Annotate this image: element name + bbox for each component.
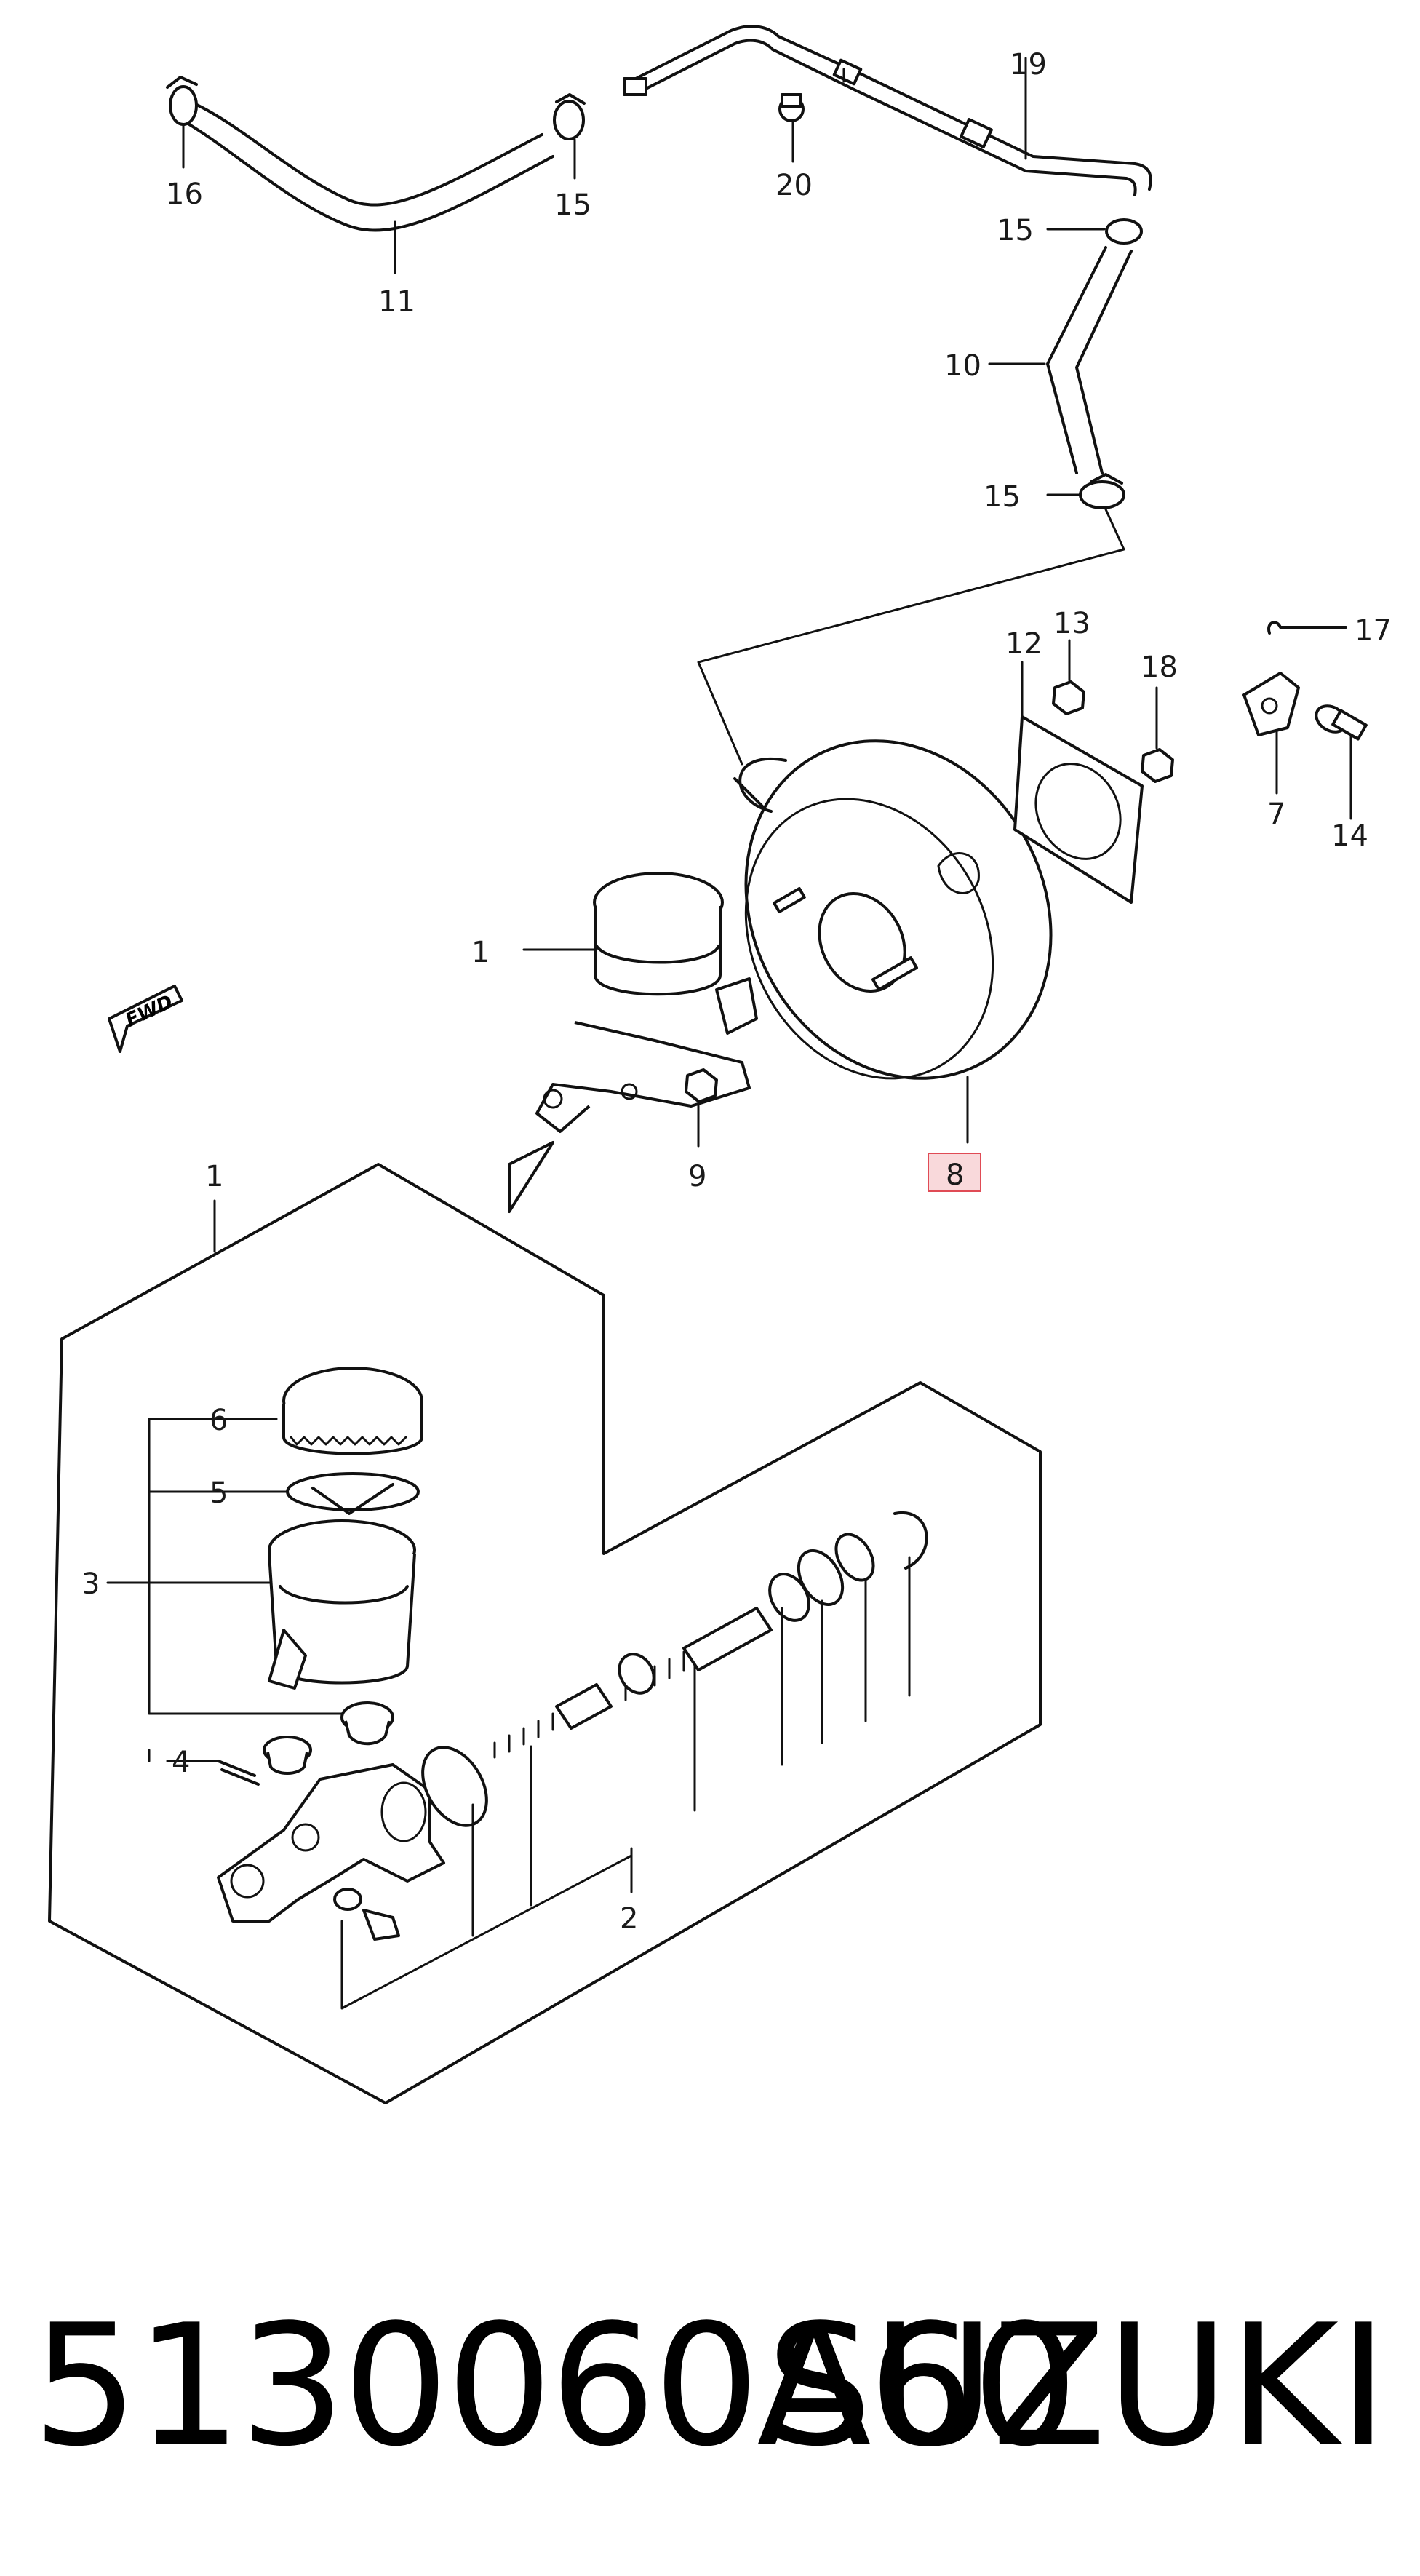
washer-b: [834, 1533, 875, 1582]
o-ring: [421, 1746, 488, 1827]
strainer-5: [286, 1472, 420, 1515]
valve-20: [778, 93, 805, 163]
nut-13: [1052, 639, 1085, 715]
callout-14: 14: [1331, 819, 1368, 853]
callout-8: 8: [946, 1158, 964, 1192]
callout-11: 11: [378, 285, 415, 319]
callout-15-right-lower: 15: [984, 480, 1021, 514]
callout-3: 3: [81, 1567, 100, 1601]
hose-11: [180, 100, 554, 274]
secondary-piston: [555, 1683, 613, 1730]
callout-17: 17: [1355, 614, 1392, 648]
callout-15-right-upper: 15: [997, 214, 1034, 247]
callout-16: 16: [166, 178, 203, 211]
callout-7: 7: [1267, 798, 1285, 831]
snap-ring: [893, 1511, 928, 1570]
callout-15-left: 15: [554, 188, 591, 222]
primary-piston: [682, 1607, 773, 1671]
leader-hose-to-booster: [697, 508, 1125, 766]
callout-bracket-2: [340, 1556, 911, 2010]
exploded-view-frame: [48, 1163, 1042, 2104]
master-cylinder-assembly-top: [508, 872, 758, 1213]
parts-diagram: FWD: [48, 25, 1392, 2104]
clamp-16: [166, 76, 198, 169]
callout-13: 13: [1053, 607, 1090, 640]
nut-18: [1141, 686, 1174, 783]
grommet-4a: [340, 1701, 394, 1746]
reservoir-cap-6: [282, 1367, 423, 1455]
vacuum-pipe-19: [623, 25, 1152, 196]
washer-a: [797, 1549, 845, 1606]
callout-1-top: 1: [471, 936, 490, 969]
callout-12: 12: [1005, 627, 1042, 661]
clevis-7: [1242, 672, 1300, 795]
callout-19: 19: [1010, 48, 1047, 82]
reservoir-3: [268, 1519, 416, 1690]
clamp-15-right-upper: [1046, 218, 1143, 245]
gasket-12: [1013, 661, 1144, 904]
pin-17: [1267, 621, 1347, 635]
brake-booster-8: [733, 739, 1053, 1144]
callout-6: 6: [210, 1404, 228, 1437]
callout-9: 9: [688, 1160, 706, 1193]
part-number: 5130060A60: [32, 2289, 1078, 2484]
spring-secondary: [618, 1650, 685, 1701]
hose-10: [988, 246, 1133, 474]
callout-5: 5: [210, 1476, 228, 1510]
pin-4: [217, 1760, 260, 1786]
highlight-8: [928, 1153, 981, 1192]
callout-bracket-left: [106, 1418, 343, 1762]
callout-18: 18: [1141, 651, 1178, 684]
brand-name: SUZUKI: [766, 2289, 1388, 2484]
callout-4: 4: [172, 1746, 190, 1779]
clamp-15-right-lower: [1046, 473, 1125, 509]
callout-2: 2: [620, 1902, 638, 1936]
grommet-4b: [263, 1736, 312, 1775]
clamp-15-left: [553, 93, 586, 180]
callout-10: 10: [944, 349, 981, 383]
clevis-pin-14: [1315, 704, 1368, 820]
master-cylinder-body: [217, 1763, 445, 1923]
spring-primary: [493, 1712, 554, 1759]
callout-20: 20: [775, 169, 813, 202]
nut-9: [685, 1068, 718, 1148]
callout-1-box: 1: [205, 1160, 223, 1193]
washer-small: [333, 1888, 400, 1941]
fwd-arrow: FWD: [108, 985, 183, 1053]
